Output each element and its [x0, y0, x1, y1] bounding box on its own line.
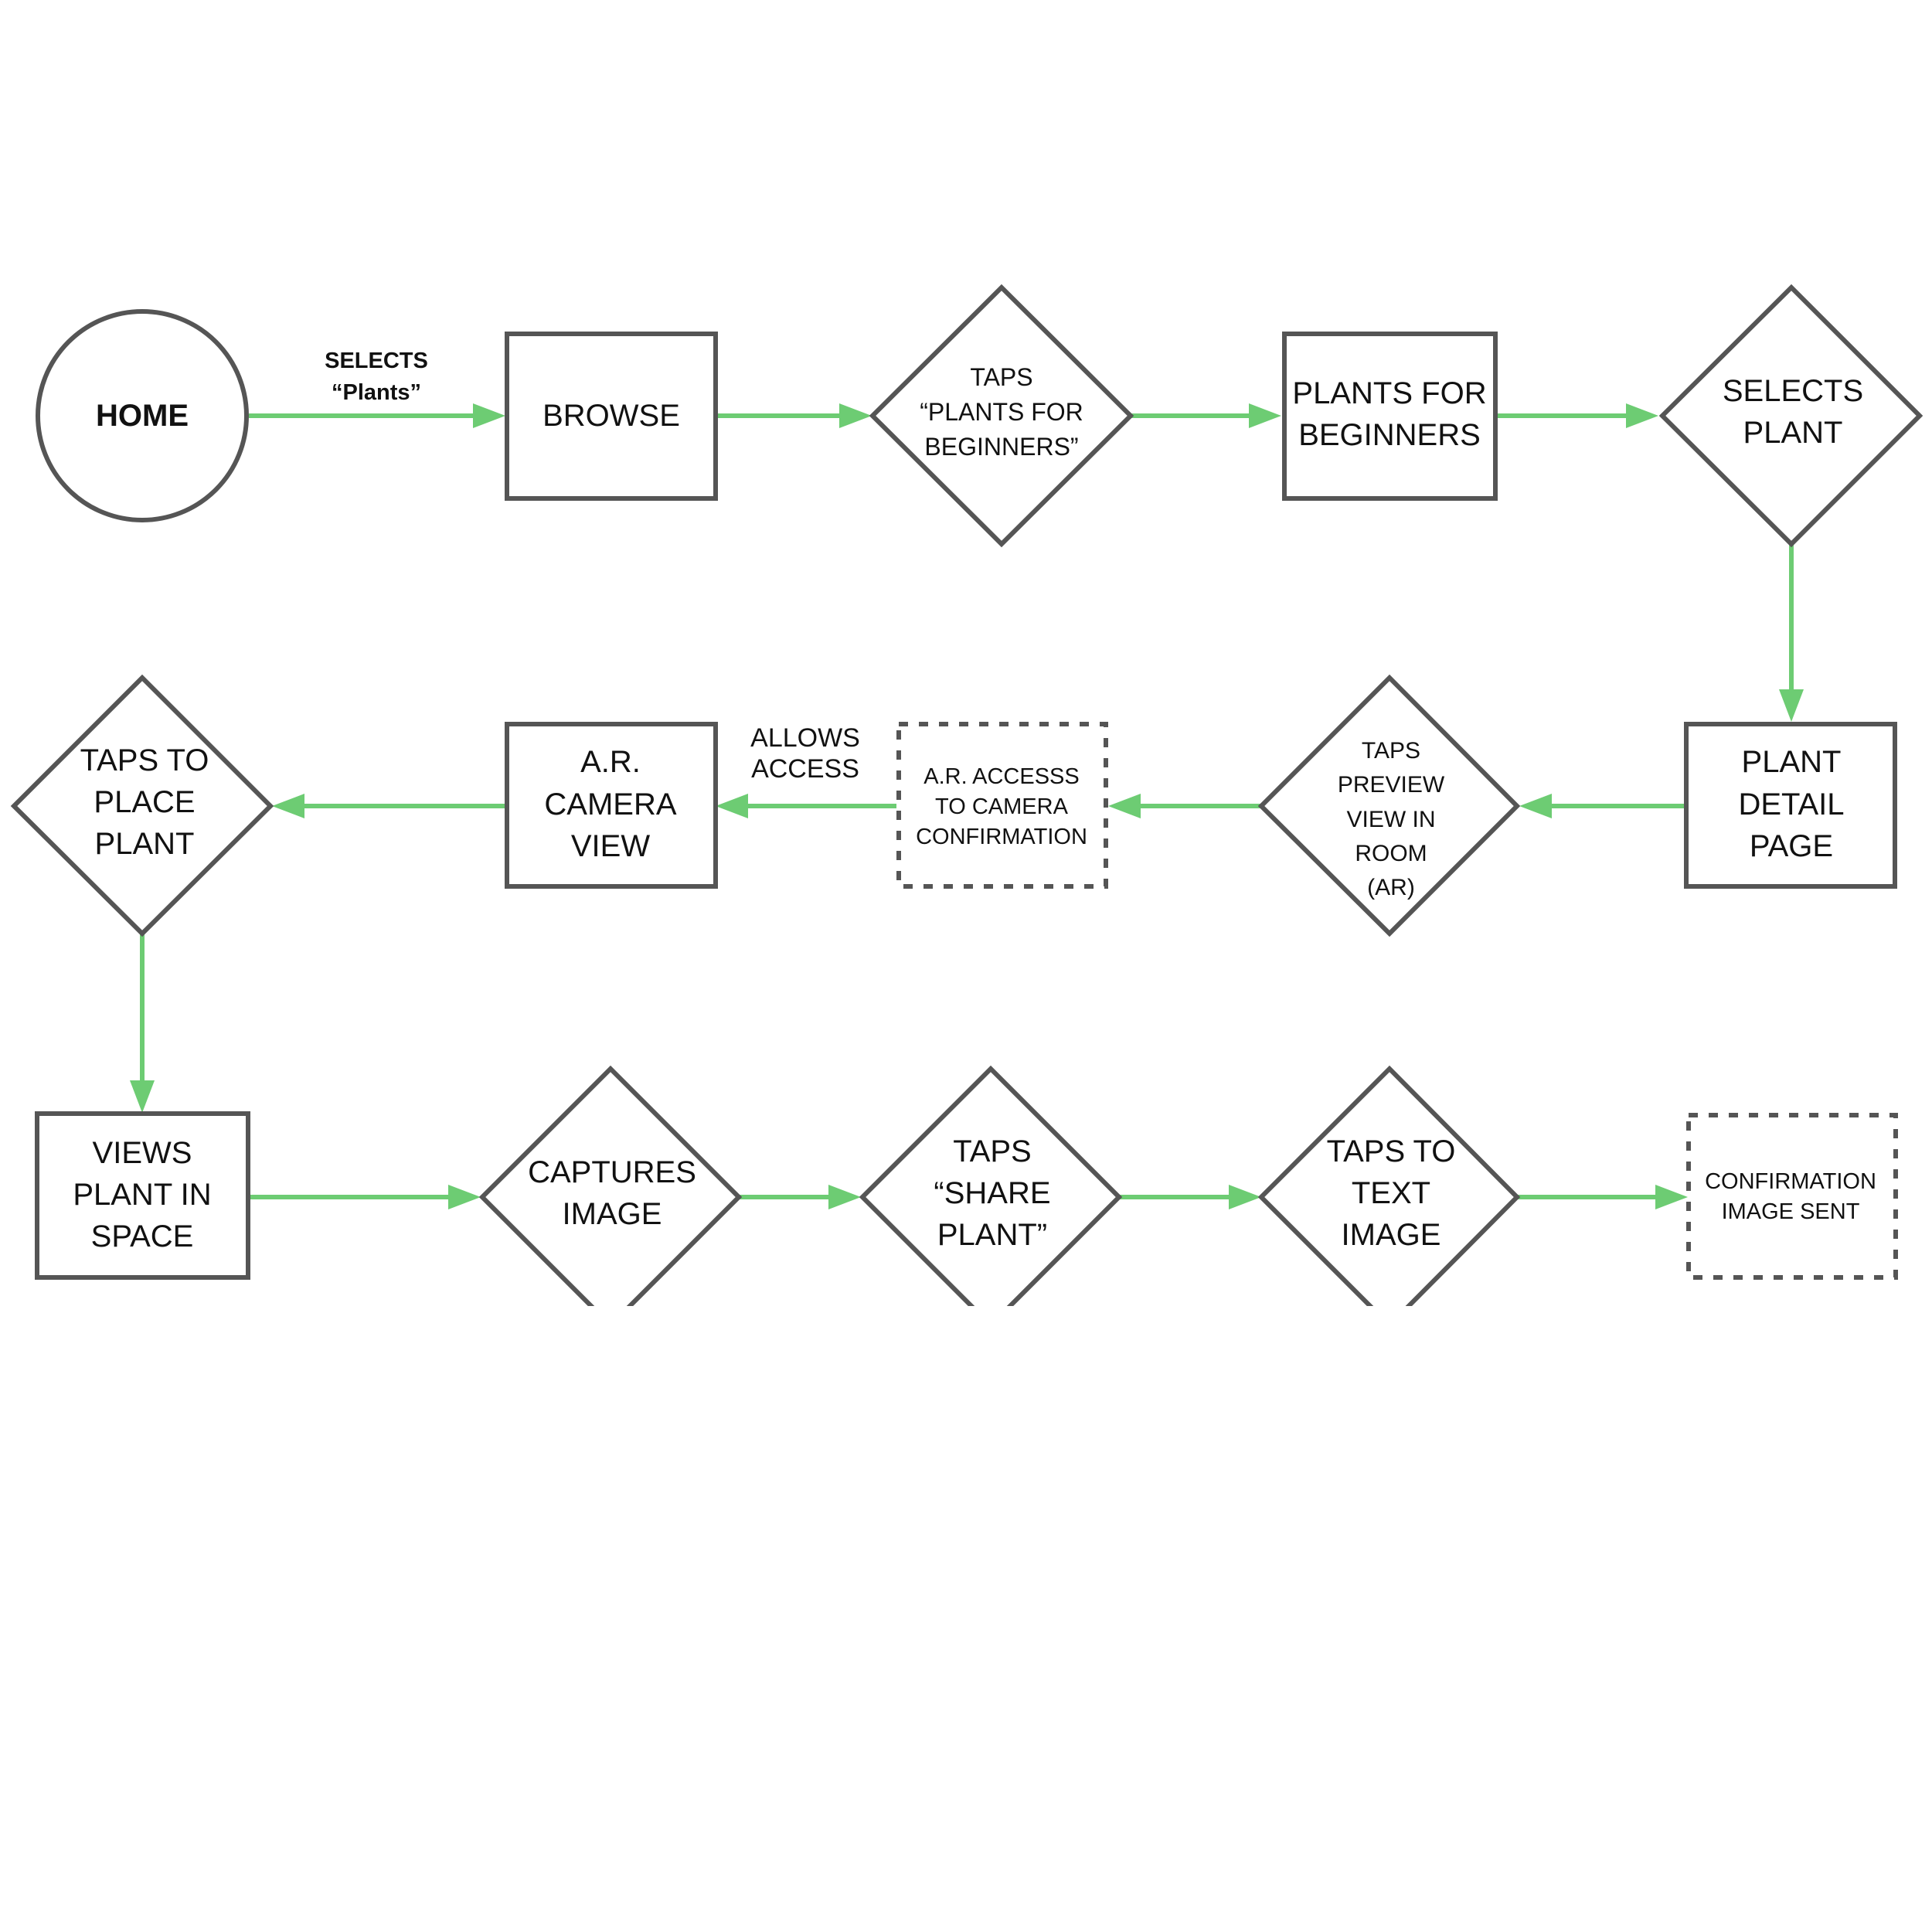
arrow-browse-to-taps-beginners [716, 403, 872, 428]
node-label: PREVIEW [1338, 772, 1445, 798]
node-label: DETAIL [1738, 787, 1844, 821]
edge-label-line: ACCESS [751, 754, 859, 784]
node-label: “PLANTS FOR [920, 398, 1083, 426]
arrow-plant-detail-to-taps-preview [1519, 794, 1685, 818]
edge-label-line: ALLOWS [750, 723, 860, 753]
node-label: PLANT [1742, 745, 1842, 779]
edge-label-selects-plants: SELECTS “Plants” [325, 349, 428, 405]
node-taps-to-text-image[interactable]: TAPS TO TEXT IMAGE [1257, 1065, 1521, 1329]
node-label: PAGE [1750, 829, 1833, 863]
node-label: CAMERA [544, 787, 676, 821]
node-ar-access-confirmation[interactable]: A.R. ACCESSS TO CAMERA CONFIRMATION [896, 722, 1108, 889]
arrow-ar-camera-to-taps-place [272, 794, 507, 818]
edge-label-allows-access: ALLOWS ACCESS [750, 723, 860, 784]
node-label: TAPS [1362, 738, 1420, 764]
arrow-plants-for-beginners-to-selects-plant [1497, 403, 1658, 428]
arrow-captures-to-share [739, 1185, 861, 1209]
node-browse[interactable]: BROWSE [505, 332, 718, 501]
node-label: BEGINNERS” [924, 433, 1078, 461]
node-label: A.R. ACCESSS [923, 764, 1079, 789]
crop-mask [0, 1306, 1932, 1932]
node-label: HOME [96, 399, 189, 433]
node-label: TEXT [1352, 1176, 1430, 1210]
arrow-taps-place-to-views-plant [130, 934, 155, 1113]
node-label: IMAGE [1342, 1218, 1441, 1252]
connectors [130, 403, 1804, 1209]
arrow-selects-plant-to-plant-detail [1779, 544, 1804, 722]
node-label: SELECTS [1723, 374, 1863, 408]
arrow-home-to-browse [249, 403, 505, 428]
edge-label-line: SELECTS [325, 349, 428, 373]
node-selects-plant[interactable]: SELECTS PLANT [1658, 284, 1923, 548]
node-label: TO CAMERA [935, 794, 1069, 819]
node-captures-image[interactable]: CAPTURES IMAGE [478, 1065, 743, 1329]
arrow-ar-access-to-ar-camera [716, 794, 896, 818]
node-label: ROOM [1355, 841, 1427, 866]
node-label: (AR) [1367, 875, 1415, 900]
node-taps-share-plant[interactable]: TAPS “SHARE PLANT” [859, 1065, 1123, 1329]
node-label: PLANT [1743, 416, 1843, 450]
node-label: PLANT IN [73, 1178, 211, 1212]
node-taps-to-place-plant[interactable]: TAPS TO PLACE PLANT [10, 674, 274, 937]
arrow-taps-beginners-to-plants-for-beginners [1131, 403, 1281, 428]
node-label: TAPS [953, 1134, 1032, 1168]
arrow-taps-preview-to-ar-access [1108, 794, 1263, 818]
node-home[interactable]: HOME [36, 309, 249, 522]
node-label: A.R. [580, 745, 641, 779]
node-label: PLANT [95, 827, 195, 861]
node-taps-preview-view-in-room[interactable]: TAPS PREVIEW VIEW IN ROOM (AR) [1257, 674, 1521, 937]
node-label: IMAGE SENT [1722, 1199, 1860, 1224]
edge-label-line: “Plants” [332, 380, 421, 405]
node-label: PLANT” [937, 1218, 1047, 1252]
node-label: PLACE [94, 785, 195, 819]
arrow-views-plant-to-captures [249, 1185, 481, 1209]
node-views-plant-in-space[interactable]: VIEWS PLANT IN SPACE [35, 1111, 250, 1280]
node-confirmation-image-sent[interactable]: CONFIRMATION IMAGE SENT [1686, 1113, 1898, 1280]
node-label: SPACE [91, 1219, 194, 1253]
node-label: TAPS TO [80, 743, 209, 777]
arrow-text-to-confirmation [1518, 1185, 1688, 1209]
node-taps-plants-for-beginners[interactable]: TAPS “PLANTS FOR BEGINNERS” [869, 284, 1134, 548]
node-ar-camera-view[interactable]: A.R. CAMERA VIEW [505, 722, 718, 889]
node-label: VIEWS [93, 1136, 192, 1170]
arrow-share-to-text [1119, 1185, 1261, 1209]
node-label: TAPS [970, 363, 1032, 391]
node-label: “SHARE [934, 1176, 1050, 1210]
node-label: PLANTS FOR [1292, 376, 1486, 410]
node-plants-for-beginners[interactable]: PLANTS FOR BEGINNERS [1282, 332, 1498, 501]
node-label: VIEW [571, 829, 650, 863]
node-plant-detail-page[interactable]: PLANT DETAIL PAGE [1684, 722, 1897, 889]
node-label: CONFIRMATION [1705, 1169, 1876, 1194]
node-label: IMAGE [563, 1197, 662, 1231]
node-label: BROWSE [543, 399, 680, 433]
node-label: BEGINNERS [1298, 418, 1481, 452]
node-label: CAPTURES [528, 1155, 696, 1189]
node-label: TAPS TO [1327, 1134, 1456, 1168]
node-label: VIEW IN [1346, 807, 1435, 832]
node-label: CONFIRMATION [916, 825, 1087, 849]
